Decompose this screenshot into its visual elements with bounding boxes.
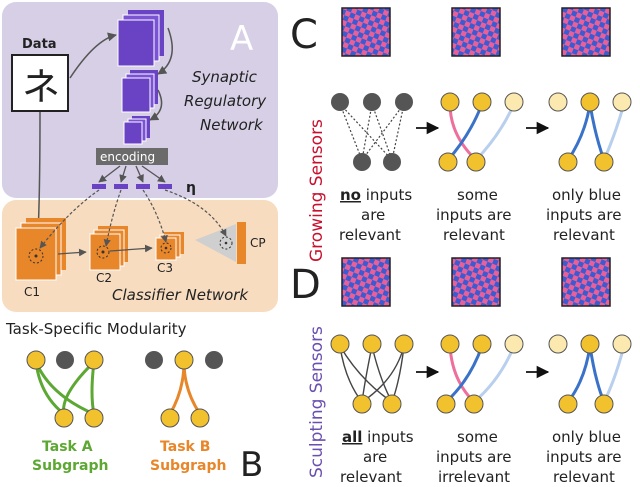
- d-caption-1-line-1: all inputs: [342, 428, 414, 446]
- panel-a: A Data ネ Synaptic Regulatory Network en: [2, 2, 278, 312]
- c-caption-2-line-3: relevant: [443, 226, 505, 244]
- encoding-label: encoding: [100, 150, 155, 164]
- layer-label-c2: C2: [96, 271, 112, 285]
- d-input-image-2: [451, 257, 501, 307]
- d-caption-1-line-3: relevant: [340, 468, 402, 486]
- data-image-frame: [11, 54, 69, 112]
- eta-modulators: [92, 165, 172, 189]
- task-b-label-2: Subgraph: [150, 458, 226, 474]
- layer-label-c1: C1: [24, 285, 40, 299]
- task-a-label-1: Task A: [42, 439, 93, 455]
- c-input-image-2: [451, 7, 501, 57]
- srn-block-2: [121, 70, 158, 113]
- d-caption-1-line-2: are: [363, 448, 387, 466]
- d-caption-2-line-3: irrelevant: [438, 468, 510, 486]
- conv-c3: [155, 232, 184, 261]
- d-caption-3-line-2: inputs are: [546, 448, 621, 466]
- d-input-image-1: [341, 257, 391, 307]
- task-b-graph: [145, 350, 223, 428]
- d-caption-1-rest: inputs: [362, 428, 413, 446]
- d-caption-2-line-2: inputs are: [436, 448, 511, 466]
- conv-c2: [89, 226, 128, 271]
- c-caption-1-line-2: are: [361, 206, 385, 224]
- c-input-image-3: [561, 7, 611, 57]
- c-network-2: [438, 92, 524, 172]
- c-caption-1-line-1: no inputs: [340, 186, 412, 204]
- c-caption-1-line-3: relevant: [339, 226, 401, 244]
- panel-d: D Sculpting Sensors: [290, 257, 632, 486]
- panel-d-letter: D: [290, 262, 321, 308]
- c-caption-3-line-3: relevant: [553, 226, 615, 244]
- eta-label: η: [186, 180, 196, 196]
- c-network-1: [331, 93, 413, 171]
- c-caption-3-line-2: inputs are: [546, 206, 621, 224]
- panel-c-side-label: Growing Sensors: [307, 119, 327, 262]
- panel-c-letter: C: [290, 12, 318, 58]
- d-network-1: [330, 334, 414, 414]
- d-caption-3-line-3: relevant: [553, 468, 615, 486]
- layer-label-cp: CP: [250, 236, 266, 250]
- srn-arrow-1: [157, 27, 173, 75]
- data-glyph: ネ: [22, 65, 60, 109]
- c-network-3: [548, 92, 632, 172]
- panel-b: Task-Specific Modularity Task A Subgraph…: [5, 320, 263, 485]
- panel-b-title: Task-Specific Modularity: [5, 320, 187, 338]
- d-input-image-3: [561, 257, 611, 307]
- d-network-3: [548, 334, 632, 414]
- d-caption-1-emph: all: [342, 428, 362, 446]
- panel-c: C Growing Sensors: [290, 7, 632, 262]
- classifier-panel-background: [2, 200, 278, 312]
- srn-label-line-1: Synaptic: [192, 68, 258, 86]
- c-caption-2-line-2: inputs are: [436, 206, 511, 224]
- srn-arrow-2: [149, 89, 163, 121]
- panel-a-letter: A: [230, 19, 253, 59]
- c-caption-1-rest: inputs: [361, 186, 412, 204]
- layer-label-c3: C3: [157, 261, 173, 275]
- srn-label-line-2: Regulatory: [184, 92, 267, 110]
- panel-b-letter: B: [240, 445, 263, 485]
- conv-c1: [15, 218, 66, 281]
- task-a-label-2: Subgraph: [32, 458, 108, 474]
- data-label: Data: [22, 37, 57, 52]
- c-caption-1-emph: no: [340, 186, 361, 204]
- c-input-image-1: [341, 7, 391, 57]
- encoding-box: [96, 148, 168, 165]
- srn-block-3: [123, 116, 150, 145]
- panel-d-side-label: Sculpting Sensors: [307, 326, 327, 478]
- c-caption-2-line-1: some: [457, 186, 498, 204]
- classifier-label: Classifier Network: [112, 286, 249, 304]
- d-network-2: [436, 334, 524, 414]
- c-caption-3-line-1: only blue: [552, 186, 621, 204]
- srn-label-line-3: Network: [200, 116, 264, 134]
- task-a-graph: [26, 350, 104, 428]
- data-to-srn-arrow: [69, 32, 117, 79]
- modulation-arrows: [39, 189, 227, 249]
- d-caption-2-line-1: some: [457, 428, 498, 446]
- task-b-label-1: Task B: [160, 439, 210, 455]
- d-caption-3-line-1: only blue: [552, 428, 621, 446]
- srn-block-1: [117, 10, 164, 67]
